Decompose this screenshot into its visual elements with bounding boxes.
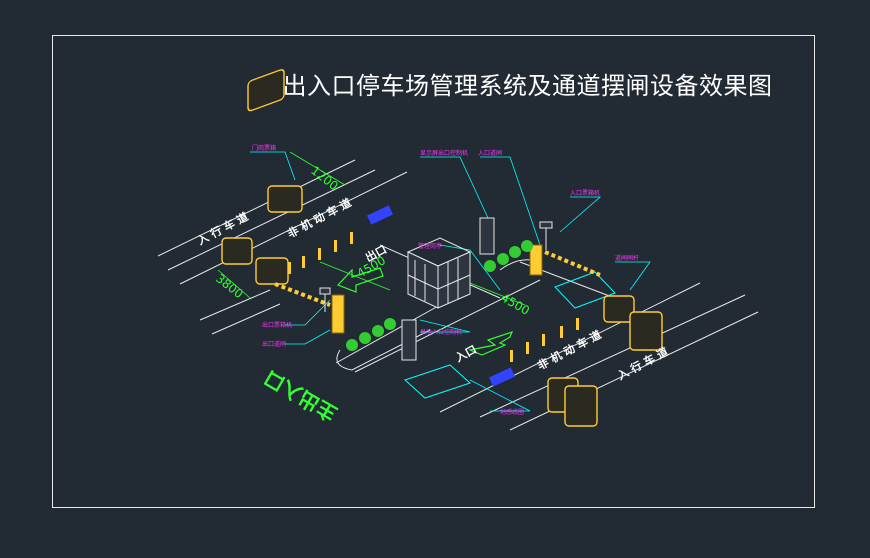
label-entry-reader: 出口票箱机 xyxy=(262,321,292,329)
direction-arrows xyxy=(336,267,514,356)
label-barrier-arm: 道闸闸杆 xyxy=(615,254,639,262)
barrier-arms xyxy=(274,244,601,334)
road-text-right-mid: 非 机 动 车 道 xyxy=(535,327,604,372)
ticket-machines xyxy=(319,217,553,361)
page-title: 主出入口停车场管理系统及通道摆闸设备效果图 xyxy=(258,72,773,100)
road-signs xyxy=(367,205,515,387)
dim-2: 3800 xyxy=(213,271,246,301)
gate-equipment xyxy=(221,69,663,427)
label-loop-detect: 地感线圈 xyxy=(500,408,524,416)
shrubs xyxy=(346,240,533,351)
dim-4: 4500 xyxy=(499,290,532,317)
label-exit-display: 显示屏出口控制机 xyxy=(420,149,468,157)
label-entry-pedestal: 入口道闸 xyxy=(478,149,502,157)
leader-lines xyxy=(250,151,651,412)
label-exit-pedestal: 门岗票箱 xyxy=(252,144,276,152)
road-text-entry: 入口 xyxy=(453,343,479,365)
main-entry-text: 主出入口 xyxy=(260,366,341,427)
label-entry-machine: 入口票箱机 xyxy=(570,189,600,197)
drawing-frame xyxy=(52,35,815,508)
label-guard-booth: 管理岗亭 xyxy=(418,242,442,250)
road-lines xyxy=(157,159,759,431)
label-exit-gate: 出口道闸 xyxy=(262,340,286,348)
guard-booth xyxy=(406,237,472,309)
bollards xyxy=(288,232,579,362)
loop-detectors xyxy=(404,271,616,399)
label-exit-ctrl: 显示入口控制机 xyxy=(420,328,462,336)
